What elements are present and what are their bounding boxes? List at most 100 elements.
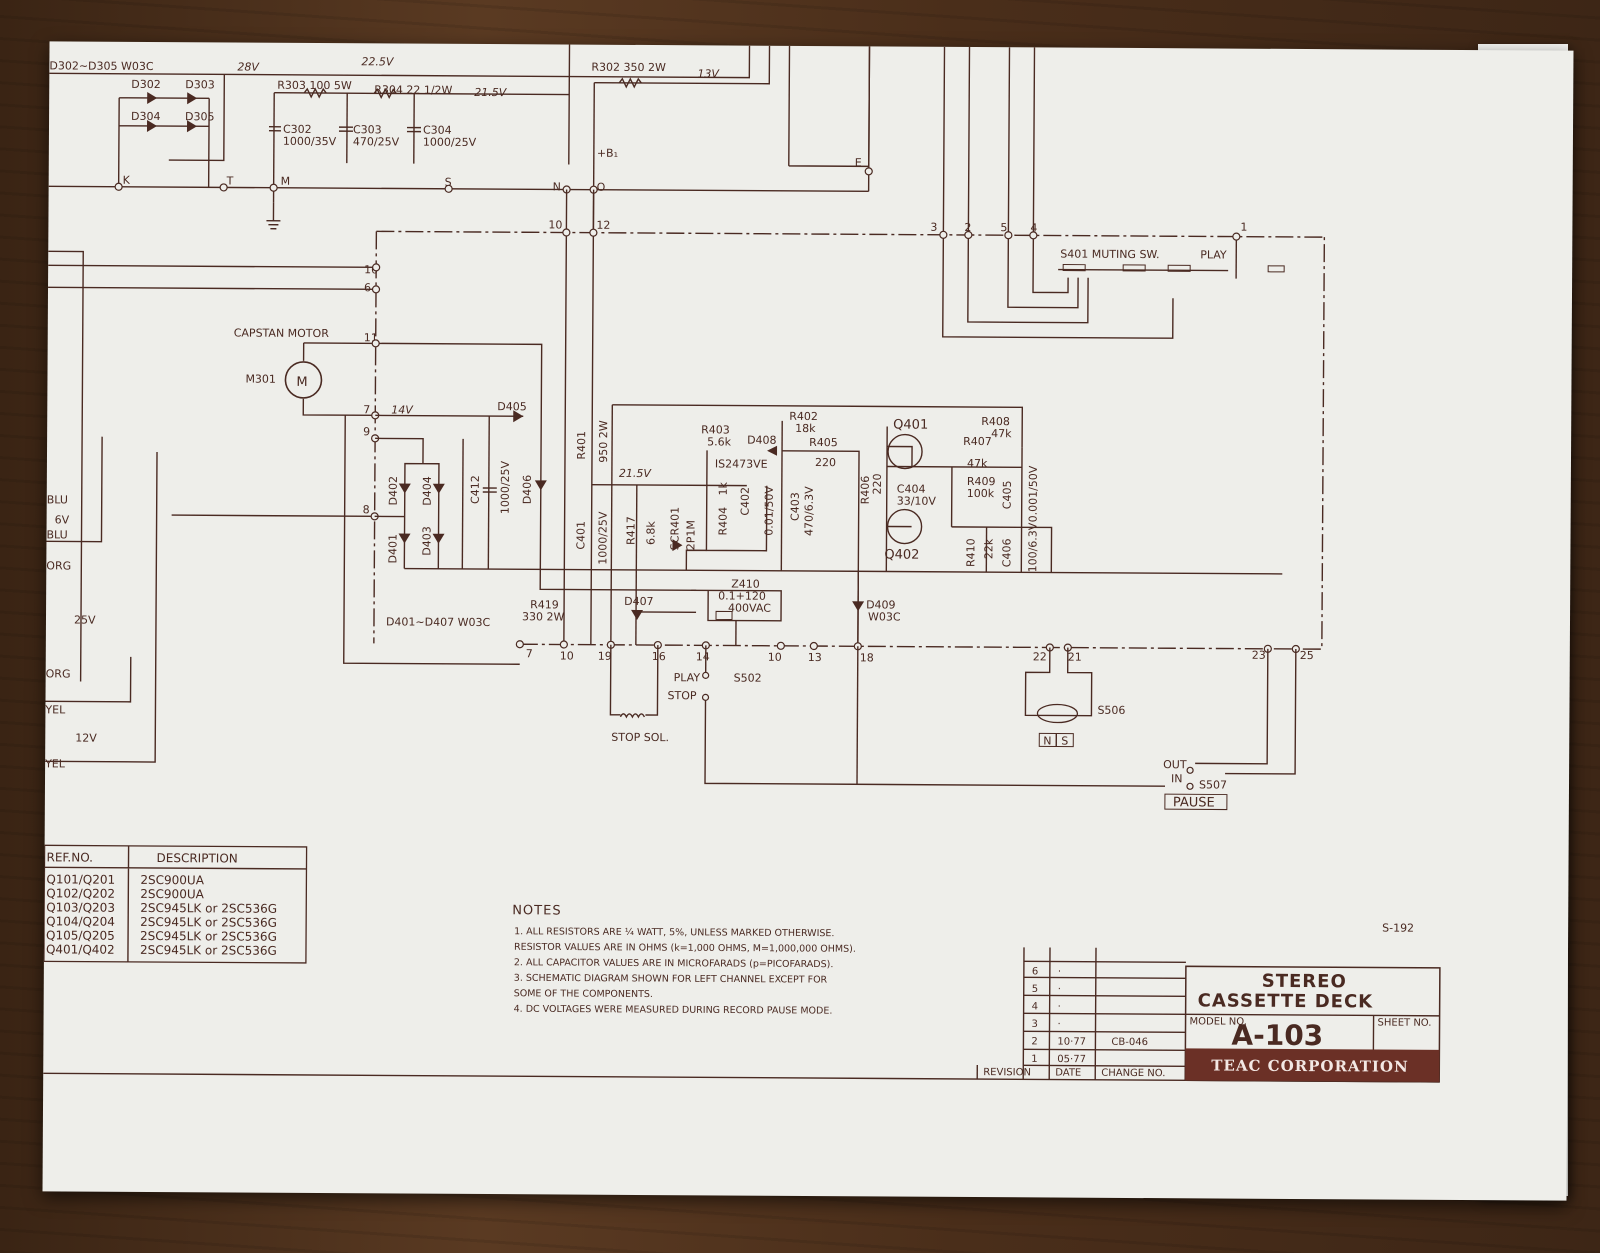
label-z410-rating: 400VAC bbox=[728, 602, 771, 615]
wire-label-org-1: ORG bbox=[46, 559, 71, 572]
label-c304-value: 1000/25V bbox=[423, 136, 477, 149]
label-d408: D408 bbox=[747, 434, 777, 447]
pin-19-bottom: 19 bbox=[598, 650, 612, 663]
label-d407: D407 bbox=[624, 595, 654, 608]
bottom-connector-pins: 7 10 19 16 14 10 13 18 22 21 23 25 bbox=[515, 640, 1314, 664]
label-d401-d407: D401~D407 W03C bbox=[386, 615, 491, 629]
wire-label-6v: 6V bbox=[55, 513, 70, 526]
label-c403-value: 470/6.3V bbox=[803, 486, 816, 536]
pin-23-bottom: 23 bbox=[1252, 649, 1266, 662]
pin-6-left: 6 bbox=[364, 281, 371, 294]
label-z410-value: 0.1+120 bbox=[718, 589, 766, 602]
label-m: M bbox=[281, 175, 291, 188]
label-n: N bbox=[553, 180, 561, 193]
label-e: E bbox=[855, 156, 862, 169]
label-stop: STOP bbox=[668, 689, 697, 702]
label-capstan-motor: CAPSTAN MOTOR bbox=[234, 326, 330, 340]
pin-8-left: 8 bbox=[363, 503, 370, 516]
label-d409: D409 bbox=[866, 598, 896, 611]
parts-row-ref: Q101/Q201 bbox=[46, 872, 115, 886]
corp-band bbox=[1185, 1048, 1440, 1082]
note-line: 3. SCHEMATIC DIAGRAM SHOWN FOR LEFT CHAN… bbox=[514, 973, 828, 986]
label-d405: D405 bbox=[497, 400, 527, 413]
label-r407-value: 47k bbox=[967, 457, 988, 470]
label-13v: 13V bbox=[697, 67, 720, 80]
label-r407: R407 bbox=[963, 435, 992, 448]
parts-row-ref: Q401/Q402 bbox=[46, 942, 115, 956]
pin-7-left: 7 bbox=[363, 403, 370, 416]
label-scr401: SCR401 bbox=[668, 507, 681, 550]
label-r410-value: 22k bbox=[982, 538, 995, 559]
label-t: T bbox=[226, 174, 234, 187]
label-stop-sol: STOP SOL. bbox=[611, 731, 669, 744]
motor-m301-icon bbox=[284, 361, 323, 399]
label-c402-value: 0.01/50V bbox=[763, 486, 776, 536]
wire-label-yel-1: YEL bbox=[44, 703, 66, 716]
label-d401: D401 bbox=[386, 534, 399, 564]
pause-box bbox=[1164, 793, 1228, 811]
label-s502: S502 bbox=[734, 672, 762, 685]
pin-18-bottom: 18 bbox=[860, 651, 874, 664]
label-k: K bbox=[123, 174, 131, 187]
pin-10b-bottom: 10 bbox=[768, 651, 782, 664]
note-line: 4. DC VOLTAGES WERE MEASURED DURING RECO… bbox=[514, 1004, 833, 1017]
label-scr401-value: 2P1M bbox=[684, 520, 697, 550]
wire-label-12v: 12V bbox=[75, 732, 97, 745]
note-line: 1. ALL RESISTORS ARE ¼ WATT, 5%, UNLESS … bbox=[514, 926, 834, 939]
parts-row-desc: 2SC945LK or 2SC536G bbox=[140, 901, 277, 916]
rev-row-no: 3 bbox=[1032, 1019, 1038, 1030]
wire-label-blu-2: BLU bbox=[46, 528, 67, 541]
transistor-q401-icon bbox=[887, 433, 923, 470]
label-r419: R419 bbox=[530, 598, 559, 611]
wire-label-25v: 25V bbox=[74, 614, 96, 627]
parts-row-desc: 2SC900UA bbox=[140, 873, 204, 887]
capstan-motor-section: M CAPSTAN MOTOR M301 14V 10 6 11 7 9 8 bbox=[234, 263, 543, 521]
pin-7-bottom: 7 bbox=[526, 647, 533, 660]
parts-row-desc: 2SC945LK or 2SC536G bbox=[140, 943, 277, 958]
parts-header-ref: REF.NO. bbox=[46, 850, 93, 864]
parts-row-desc: 2SC945LK or 2SC536G bbox=[140, 929, 277, 944]
label-r401: R401 bbox=[575, 431, 588, 460]
label-c412: C412 bbox=[469, 475, 482, 504]
schematic-sheet: D302~D305 W03C D302 D303 D304 D305 28V 2… bbox=[42, 41, 1574, 1201]
label-magnet-s: S bbox=[1061, 735, 1068, 748]
label-q402: Q402 bbox=[884, 547, 919, 562]
label-magnet-n: N bbox=[1043, 734, 1051, 747]
transistor-q402-icon bbox=[886, 508, 923, 545]
pin-10-top: 10 bbox=[548, 218, 562, 231]
label-r304: R304 22 1/2W bbox=[374, 83, 452, 96]
pin-21-bottom: 21 bbox=[1068, 651, 1082, 664]
label-r302: R302 350 2W bbox=[591, 61, 666, 74]
rev-row-date: · bbox=[1058, 1019, 1061, 1030]
rev-row-no: 1 bbox=[1031, 1054, 1037, 1065]
rectifier-bridge: D405 D402 D404 D401 D403 C412 1000/25V D… bbox=[343, 400, 1283, 665]
sheet-code: S-192 bbox=[1382, 922, 1414, 935]
label-r410: R410 bbox=[964, 538, 977, 567]
reed-switch-s506-icon bbox=[1036, 703, 1079, 724]
label-r303: R303 100 5W bbox=[277, 79, 352, 92]
pin-25-bottom: 25 bbox=[1300, 649, 1314, 662]
wire-label-yel-2: YEL bbox=[44, 757, 66, 770]
rev-row-date: · bbox=[1058, 1002, 1061, 1013]
label-c303-value: 470/25V bbox=[353, 135, 400, 148]
rev-row-no: 2 bbox=[1031, 1036, 1037, 1047]
rev-row-date: 05·77 bbox=[1057, 1054, 1086, 1065]
label-r404: R404 bbox=[717, 507, 730, 536]
pin-5-top: 5 bbox=[1000, 221, 1007, 234]
rev-row-no: 4 bbox=[1032, 1001, 1038, 1012]
parts-row-ref: Q102/Q202 bbox=[46, 886, 115, 900]
label-c406-value: 100/6.3V bbox=[1026, 522, 1039, 572]
label-in: IN bbox=[1171, 772, 1183, 785]
label-d406: D406 bbox=[521, 475, 534, 505]
pin-1-top: 1 bbox=[1240, 221, 1247, 234]
label-c403: C403 bbox=[789, 492, 802, 521]
label-r408: R408 bbox=[981, 415, 1010, 428]
switches-section: PLAY STOP S502 STOP SOL. S506 N S OUT IN… bbox=[609, 644, 1297, 811]
title-block: STEREO CASSETTE DECK MODEL NO. A-103 SHE… bbox=[1184, 965, 1441, 1083]
label-d304: D304 bbox=[131, 110, 161, 123]
label-r404-value: 1k bbox=[717, 481, 730, 495]
rev-row-change: CB-046 bbox=[1111, 1037, 1148, 1048]
note-line: RESISTOR VALUES ARE IN OHMS (k=1,000 OHM… bbox=[514, 942, 856, 955]
parts-row-desc: 2SC945LK or 2SC536G bbox=[140, 915, 277, 930]
